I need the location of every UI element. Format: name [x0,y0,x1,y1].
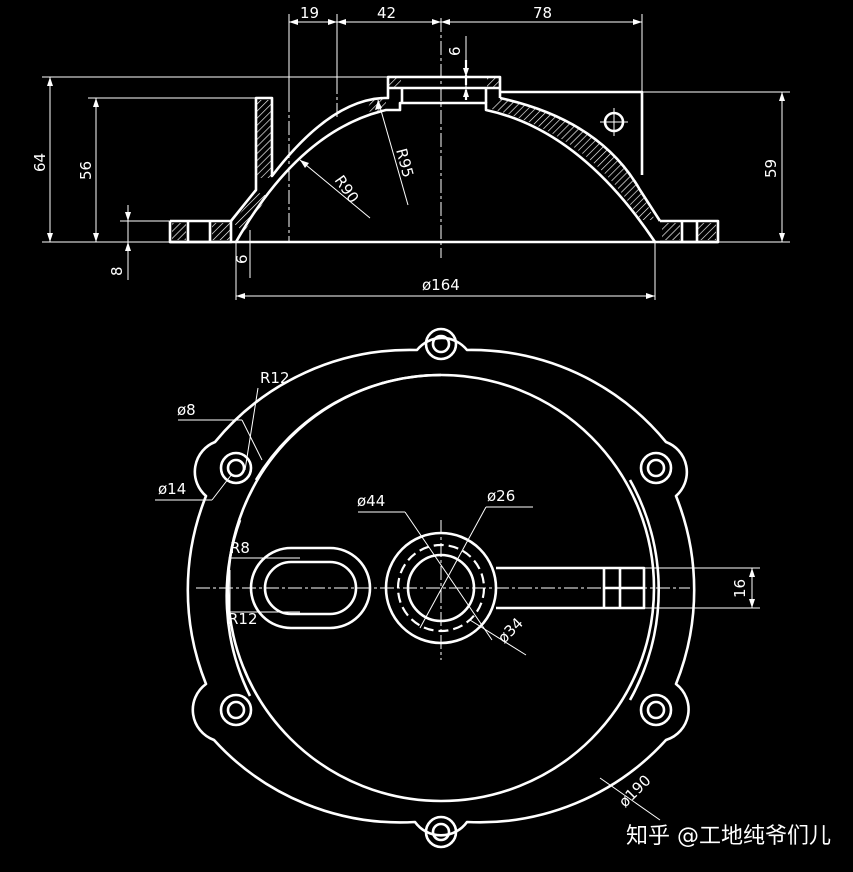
dim-dia190: ø190 [615,771,654,810]
lug-hole-inner [431,822,451,842]
outer-flange-profile [186,336,696,837]
front-section-view: 19 42 78 6 64 56 59 8 6 R95 R90 ø164 [31,4,790,300]
lug-hole-inner [226,458,246,478]
dim-r8: R8 [230,539,250,557]
lug-hole-outer [424,815,458,849]
dim-dia26: ø26 [487,487,515,505]
left-flange-hatch-2 [212,223,230,240]
right-shell-hatch [488,98,655,220]
front-dimensions [42,14,790,300]
dim-dia44: ø44 [357,492,385,510]
top-plan-view: R12 ø8 ø14 ø44 ø26 R8 R12 16 ø34 ø190 [155,327,760,849]
dim-59: 59 [762,159,780,178]
left-shell-hatch [233,192,268,232]
dim-6-bottom: 6 [233,254,251,264]
dome-outer [229,96,385,222]
slot-inner [263,560,358,616]
lug-hole-outer [219,693,253,727]
dim-64: 64 [31,153,49,172]
left-wall-hatch [257,100,271,178]
boss-hatch-right [487,78,499,87]
lug-hole-outer [219,451,253,485]
dim-dia164: ø164 [422,276,460,294]
dim-dia14: ø14 [158,480,186,498]
dim-r12-slot: R12 [228,610,258,628]
dim-16: 16 [731,579,749,598]
lug-holes [219,327,673,849]
lug-hole-inner [646,700,666,720]
dia190-arc [254,373,442,481]
dome-inner [234,101,657,243]
boss-hatch-left [389,78,401,87]
dim-r95: R95 [392,146,417,179]
left-flange-hatch [172,223,186,240]
lug-hole-outer [639,693,673,727]
dia190-arc-left [225,519,252,697]
dim-dia34: ø34 [494,614,527,647]
slot-outer [249,546,372,630]
dim-19: 19 [300,4,319,22]
dim-6-top: 6 [446,46,464,56]
lug-hole-outer [639,451,673,485]
dim-78: 78 [533,4,552,22]
dim-56: 56 [77,161,95,180]
watermark-text: 知乎 @工地纯爷们儿 [626,824,831,849]
dia190-arc-right [628,479,660,701]
lug-hole-inner [646,458,666,478]
dim-r12-hole: R12 [260,369,290,387]
lug-hole-outer [424,327,458,361]
dim-8: 8 [108,266,126,276]
lug-hole-inner [226,700,246,720]
dim-dia8: ø8 [177,401,196,419]
right-flange-hatch-2 [698,223,716,240]
plan-dimensions [155,387,760,821]
right-flange-hatch [662,223,680,240]
dim-42: 42 [377,4,396,22]
lug-hole-inner [431,334,451,354]
